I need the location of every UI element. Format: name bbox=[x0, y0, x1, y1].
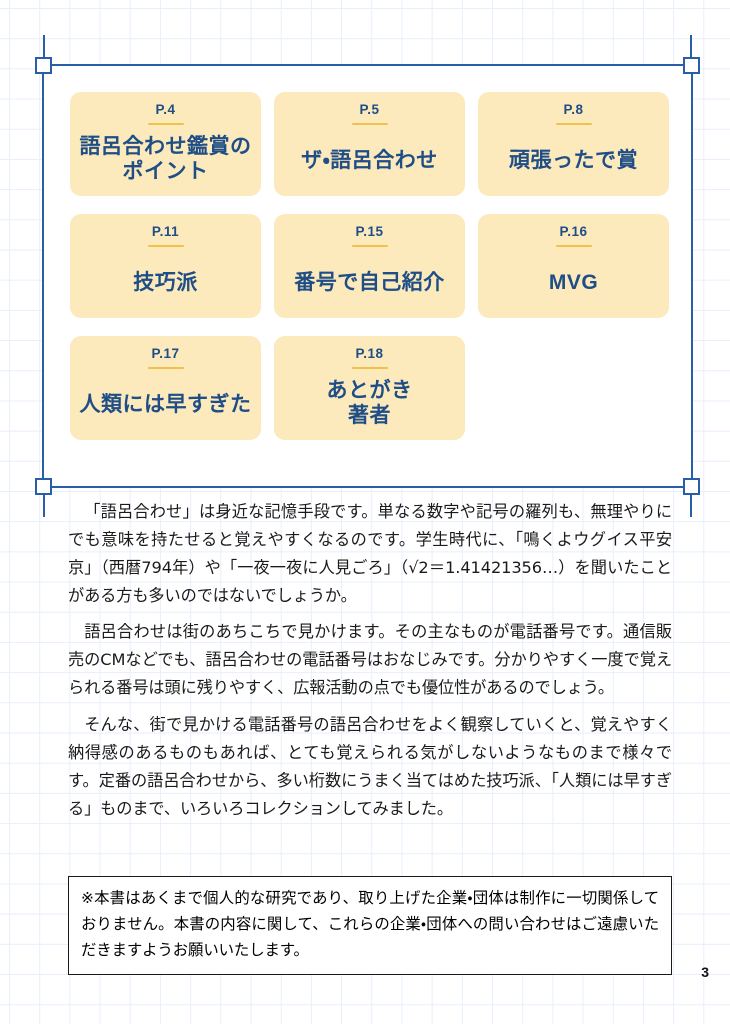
frame-corner-tick-bottom-left bbox=[42, 493, 46, 517]
toc-card-page-label: P.15 bbox=[355, 224, 384, 239]
frame-corner-square-top-left bbox=[35, 57, 52, 74]
frame-corner-square-top-right bbox=[683, 57, 700, 74]
toc-card-divider bbox=[147, 366, 184, 369]
toc-card-divider bbox=[147, 244, 184, 247]
article-paragraph: 語呂合わせは街のあちこちで見かけます。その主なものが電話番号です。通信販売のCM… bbox=[68, 622, 672, 698]
toc-card-page-label: P.17 bbox=[151, 346, 180, 361]
toc-card[interactable]: P.4 語呂合わせ鑑賞のポイント bbox=[70, 92, 261, 196]
disclaimer-box: ※本書はあくまで個人的な研究であり、取り上げた企業・団体は制作に一切関係しており… bbox=[68, 876, 672, 975]
toc-card-title: あとがき著者 bbox=[326, 378, 413, 427]
toc-card-page-label: P.4 bbox=[155, 102, 176, 117]
toc-card-title: 語呂合わせ鑑賞のポイント bbox=[79, 134, 252, 183]
toc-card[interactable]: P.5 ザ・語呂合わせ bbox=[274, 92, 465, 196]
toc-card-page-label: P.11 bbox=[151, 224, 180, 239]
toc-card[interactable]: P.17 人類には早すぎた bbox=[70, 336, 261, 440]
article-paragraph: そんな、街で見かける電話番号の語呂合わせをよく観察していくと、覚えやすく納得感の… bbox=[68, 715, 672, 818]
frame-corner-square-bottom-right bbox=[683, 478, 700, 495]
frame-corner-tick-top-left bbox=[42, 35, 46, 59]
toc-card-title: 番号で自己紹介 bbox=[294, 270, 445, 294]
frame-corner-tick-bottom-right bbox=[689, 493, 693, 517]
toc-card[interactable]: P.11 技巧派 bbox=[70, 214, 261, 318]
table-of-contents-frame: P.4 語呂合わせ鑑賞のポイント P.5 ザ・語呂合わせ P.8 頑張ったで賞 P.11 技巧… bbox=[35, 35, 700, 517]
toc-card-title: 人類には早すぎた bbox=[79, 392, 252, 416]
toc-card-divider bbox=[351, 366, 388, 369]
toc-card-divider bbox=[351, 122, 388, 125]
frame-corner-tick-top-right bbox=[689, 35, 693, 59]
toc-card-divider bbox=[147, 122, 184, 125]
toc-card-title: 技巧派 bbox=[133, 270, 198, 294]
table-of-contents-card-grid: P.4 語呂合わせ鑑賞のポイント P.5 ザ・語呂合わせ P.8 頑張ったで賞 P.11 技巧… bbox=[70, 92, 669, 440]
frame-corner-square-bottom-left bbox=[35, 478, 52, 495]
toc-card[interactable]: P.8 頑張ったで賞 bbox=[478, 92, 669, 196]
toc-card[interactable]: P.18 あとがき著者 bbox=[274, 336, 465, 440]
toc-card[interactable]: P.15 番号で自己紹介 bbox=[274, 214, 465, 318]
toc-card-divider bbox=[555, 244, 592, 247]
toc-card-divider bbox=[555, 122, 592, 125]
article-body: 「語呂合わせ」は身近な記憶手段です。単なる数字や記号の羅列も、無理やりにでも意味… bbox=[68, 498, 672, 831]
toc-card-title: ザ・語呂合わせ bbox=[301, 148, 438, 172]
page-number: 3 bbox=[701, 964, 709, 980]
toc-card-page-label: P.16 bbox=[559, 224, 588, 239]
disclaimer-text: ※本書はあくまで個人的な研究であり、取り上げた企業・団体は制作に一切関係しており… bbox=[81, 889, 659, 959]
toc-card-divider bbox=[351, 244, 388, 247]
toc-card-page-label: P.8 bbox=[563, 102, 584, 117]
toc-card-page-label: P.18 bbox=[355, 346, 384, 361]
toc-card-title: 頑張ったで賞 bbox=[509, 148, 638, 172]
toc-card-page-label: P.5 bbox=[359, 102, 380, 117]
toc-card-title: MVG bbox=[548, 270, 599, 294]
article-paragraph: 「語呂合わせ」は身近な記憶手段です。単なる数字や記号の羅列も、無理やりにでも意味… bbox=[68, 502, 672, 605]
